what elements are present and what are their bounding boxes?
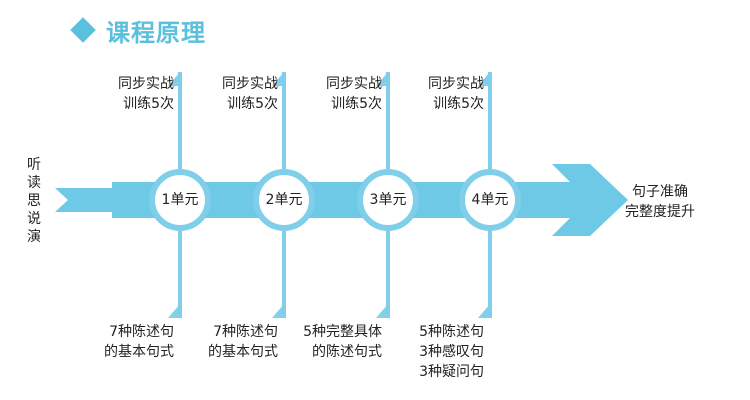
bottom-label-line: 3种疑问句 — [419, 364, 484, 380]
bottom-flag-icon — [272, 304, 284, 318]
start-label: 听读思说演 — [24, 156, 44, 246]
bottom-label-line: 5种完整具体 — [303, 324, 382, 340]
bottom-flag-icon — [168, 304, 180, 318]
top-label: 同步实战训练5次 — [88, 74, 174, 114]
start-label-char: 演 — [27, 229, 41, 245]
unit-node — [253, 169, 315, 231]
bottom-label-line: 7种陈述句 — [109, 324, 174, 340]
top-flag-icon — [376, 72, 388, 86]
unit-label: 2单元 — [265, 192, 303, 208]
units-layer — [149, 72, 521, 318]
section-header: 课程原理 — [70, 14, 206, 47]
top-label: 同步实战训练5次 — [296, 74, 382, 114]
top-label: 同步实战训练5次 — [192, 74, 278, 114]
bottom-label: 7种陈述句的基本句式 — [182, 322, 278, 362]
unit-label: 4单元 — [471, 192, 509, 208]
start-label-char: 听 — [27, 157, 41, 173]
unit-label: 3单元 — [369, 192, 407, 208]
top-flag-icon — [478, 72, 490, 86]
bottom-label: 7种陈述句的基本句式 — [78, 322, 174, 362]
unit-node — [149, 169, 211, 231]
progress-arrow — [55, 164, 628, 236]
start-label-char: 读 — [27, 175, 41, 191]
bottom-label-line: 5种陈述句 — [419, 324, 484, 340]
end-label-line: 完整度提升 — [625, 204, 695, 220]
top-label-line: 训练5次 — [331, 96, 382, 112]
unit-node — [357, 169, 419, 231]
unit-label: 1单元 — [161, 192, 199, 208]
bottom-label: 5种陈述句 3种感叹句 3种疑问句 — [388, 322, 484, 382]
bottom-label-line: 的基本句式 — [104, 344, 174, 360]
bottom-label: 5种完整具体的陈述句式 — [286, 322, 382, 362]
start-label-char: 思 — [27, 193, 41, 209]
bottom-flag-icon — [376, 304, 388, 318]
top-label: 同步实战训练5次 — [398, 74, 484, 114]
top-label-line: 同步实战 — [118, 76, 174, 92]
bottom-label-line: 7种陈述句 — [213, 324, 278, 340]
top-label-line: 训练5次 — [123, 96, 174, 112]
end-label: 句子准确 完整度提升 — [600, 182, 720, 222]
bottom-label-line: 的陈述句式 — [312, 344, 382, 360]
top-label-line: 同步实战 — [222, 76, 278, 92]
bottom-flag-icon — [478, 304, 490, 318]
bottom-label-line: 3种感叹句 — [419, 344, 484, 360]
top-label-line: 同步实战 — [428, 76, 484, 92]
bottom-label-line: 的基本句式 — [208, 344, 278, 360]
top-label-line: 同步实战 — [326, 76, 382, 92]
top-label-line: 训练5次 — [227, 96, 278, 112]
page-title: 课程原理 — [106, 18, 206, 47]
top-label-line: 训练5次 — [433, 96, 484, 112]
top-flag-icon — [168, 72, 180, 86]
start-label-char: 说 — [27, 211, 41, 227]
top-flag-icon — [272, 72, 284, 86]
end-label-line: 句子准确 — [632, 184, 688, 200]
unit-node — [459, 169, 521, 231]
